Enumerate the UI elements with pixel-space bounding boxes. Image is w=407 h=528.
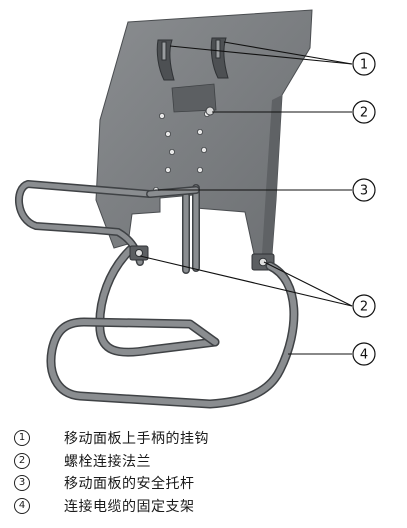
svg-text:4: 4 xyxy=(360,348,368,363)
parts-legend: 1 移动面板上手柄的挂钩 2 螺栓连接法兰 3 移动面板的安全托杆 4 连接电缆… xyxy=(14,427,394,517)
legend-item: 2 螺栓连接法兰 xyxy=(14,450,394,473)
safety-rod xyxy=(15,180,200,274)
legend-label: 移动面板的安全托杆 xyxy=(64,476,195,493)
legend-number: 1 xyxy=(14,430,30,447)
callout-2-top: 2 xyxy=(352,100,376,124)
callout-2-bottom: 2 xyxy=(352,294,376,318)
svg-text:2: 2 xyxy=(360,300,368,315)
mounting-plate xyxy=(95,9,313,255)
handle-hooks xyxy=(156,37,229,81)
legend-item: 4 连接电缆的固定支架 xyxy=(14,495,394,518)
leader-lines xyxy=(139,41,353,355)
callout-1: 1 xyxy=(352,52,376,76)
legend-number: 2 xyxy=(14,452,30,469)
legend-item: 3 移动面板的安全托杆 xyxy=(14,472,394,495)
legend-item: 1 移动面板上手柄的挂钩 xyxy=(14,427,394,450)
callout-3: 3 xyxy=(352,178,376,202)
legend-number: 3 xyxy=(14,475,30,492)
callout-4: 4 xyxy=(352,342,376,366)
svg-text:3: 3 xyxy=(360,184,368,199)
legend-label: 连接电缆的固定支架 xyxy=(64,498,195,515)
cable-support-rod-back xyxy=(95,245,220,357)
cable-support-rod-front xyxy=(46,261,299,409)
legend-label: 螺栓连接法兰 xyxy=(64,453,151,470)
bracket-illustration: 1 2 3 2 4 xyxy=(15,9,376,409)
legend-label: 移动面板上手柄的挂钩 xyxy=(64,431,209,448)
legend-number: 4 xyxy=(14,497,30,514)
svg-text:2: 2 xyxy=(360,106,368,121)
flange-bolts xyxy=(129,245,275,271)
svg-text:1: 1 xyxy=(360,58,368,73)
